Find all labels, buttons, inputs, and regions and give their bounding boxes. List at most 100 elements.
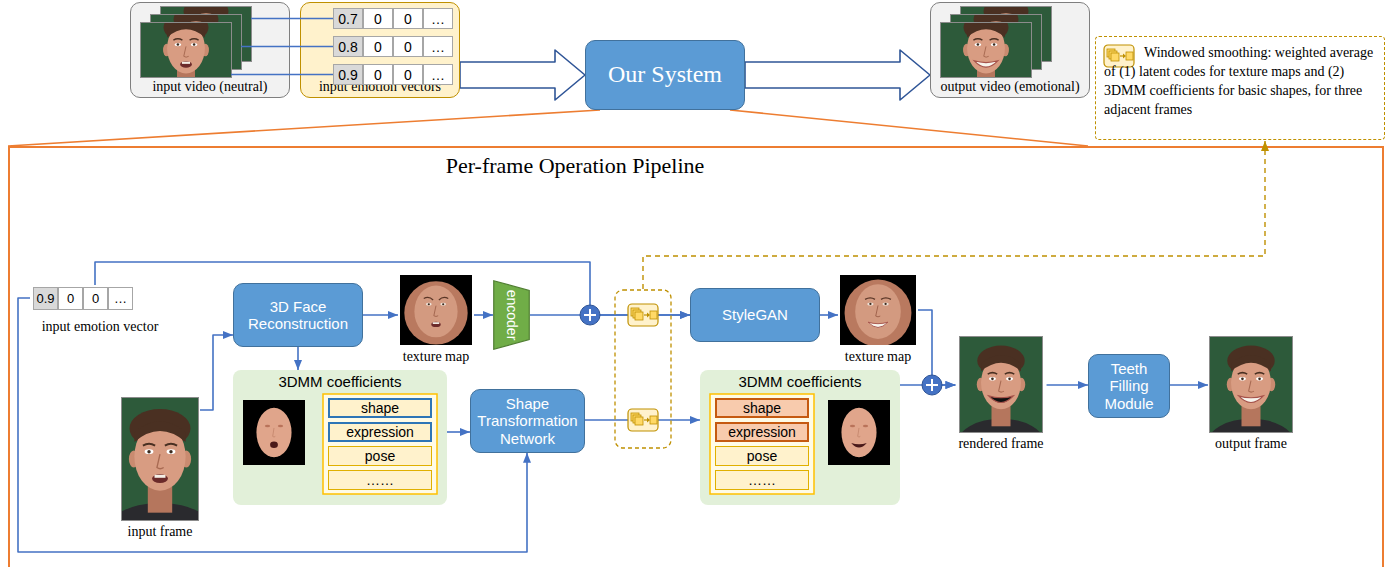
smoothing-icon-square [650,311,657,319]
smoothing-icon-square [633,415,641,423]
face-image [960,337,1042,432]
eyebrows [973,39,998,40]
photo-background [141,23,231,77]
process-box: Teeth Filling Module [1088,354,1170,418]
flow-arrow [474,314,493,316]
flow-arrow [530,314,690,316]
vector-cell: 0 [393,36,423,57]
coefficient-row: …… [328,470,432,490]
eye [145,449,154,454]
vector-cell: … [108,287,133,310]
pupil [177,43,180,46]
vector-cell: 0 [393,64,423,85]
eye [867,302,873,305]
smoothing-icon-square [631,308,639,316]
mouth [270,442,278,449]
mouth [152,474,168,483]
box-label: encoder [505,290,519,341]
eye [863,425,868,427]
face-image [122,398,198,520]
pupil [993,43,996,46]
block-arrow [460,50,585,100]
vector-cell: … [423,36,453,57]
panel-title: 3DMM coefficients [700,373,900,391]
flow-arrow [447,431,470,433]
hairline [981,355,1021,371]
image-frame: rendered frame [955,337,1046,454]
texture-skin [845,280,912,345]
smoothing-icon-arrowhead [647,313,650,318]
eye [175,43,181,46]
panel-title: 3DMM coefficients [233,373,447,391]
flow-arrow [1170,384,1208,386]
flow-arrow [585,419,700,421]
video-frame [141,23,231,77]
eye [167,449,176,454]
image-frame: output frame [1208,337,1294,454]
vector-cell: 0 [83,287,108,310]
hairline [167,23,205,37]
hairline [967,23,1005,37]
mouth [180,61,192,67]
pupil [193,43,196,46]
smoothing-icon-arrowhead [1123,54,1126,59]
eye [191,43,197,46]
eye [265,425,270,427]
image-frame: texture map [838,275,918,367]
flow-arrow [200,335,233,410]
pupil [1258,377,1261,380]
texture-skin [404,281,467,344]
image-caption: rendered frame [955,436,1046,453]
region-title: Per-frame Operation Pipeline [446,153,705,179]
pupil [977,43,980,46]
eye [1239,377,1246,381]
nose [858,428,861,437]
vector-panel: input emotion vectors0.700…0.800…0.900… [300,2,460,98]
box-label: Shape Transformation Network [475,395,580,447]
encoder-trapezoid: encoder [493,280,530,350]
face-image [840,275,916,345]
pupil [147,450,150,453]
panel-caption: output video (emotional) [931,79,1089,96]
smoothing-icon-square [1111,53,1119,61]
eye [278,425,283,427]
head [167,23,205,73]
nose [1249,381,1254,392]
nose [876,305,881,316]
smoothing-icon-square [635,417,643,425]
eye [850,425,855,427]
mesh-face [256,408,291,457]
box-label: 3D Face Reconstruction [238,298,358,333]
vector-cell: 0 [363,64,393,85]
box-label: Teeth Filling Module [1093,360,1165,412]
process-box: Shape Transformation Network [470,389,585,453]
plus-circle [922,375,942,395]
flow-arrow [918,310,955,385]
smoothing-group [615,290,671,448]
coefficient-row: pose [328,446,432,466]
eye [989,377,996,381]
head [981,356,1021,409]
vector-cell: 0.7 [333,8,363,29]
teeth [182,62,190,64]
smoothing-icon-frame [628,409,658,431]
head [1231,356,1271,409]
eye [975,43,981,46]
smoothing-icon-square [650,416,657,424]
coefficient-row: …… [715,470,809,490]
nose [984,46,989,57]
panel-caption: input video (neutral) [131,79,289,96]
smoothing-icon-arrowhead [647,418,650,423]
pupil [442,303,444,305]
note-callout: Windowed smoothing: weighted average of … [1095,36,1385,140]
callout-leader [643,141,1265,289]
eyebrows [173,39,198,40]
video-panel: output video (emotional) [930,2,1090,98]
smoothing-icon-square [631,413,639,421]
pupil [169,450,172,453]
smoothing-icon-square [633,310,641,318]
teeth [433,322,439,324]
coefficient-row: expression [715,422,809,442]
plus-circle [580,305,600,325]
plus-sign [926,379,938,391]
